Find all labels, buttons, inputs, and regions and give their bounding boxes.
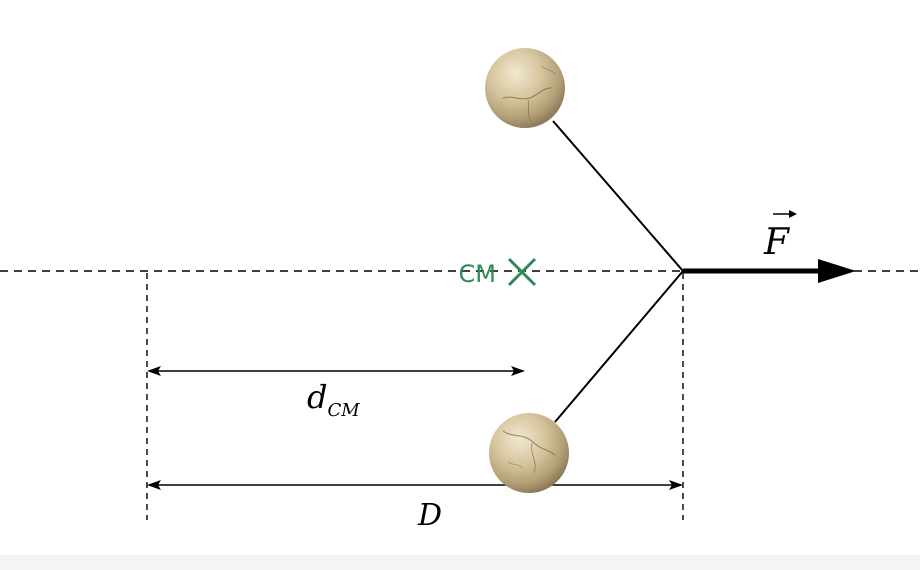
center-of-mass-marker [507, 257, 537, 287]
upper-ball [485, 48, 565, 128]
force-label: F [763, 210, 797, 263]
d-cm-main: d [307, 378, 327, 416]
d-cm-label: dCM [307, 378, 360, 421]
lower-ball [489, 413, 569, 493]
force-overarrow-head [789, 210, 797, 218]
cm-label: CM [459, 260, 496, 288]
svg-text:dCM: dCM [307, 378, 360, 421]
force-symbol: F [763, 222, 791, 263]
upper-rod [552, 120, 684, 272]
force-vector-arrowhead [818, 259, 856, 283]
lower-rod [554, 270, 684, 423]
d-cm-subscript: CM [327, 400, 360, 421]
footer-band [0, 555, 920, 570]
D-label: D [417, 498, 442, 533]
